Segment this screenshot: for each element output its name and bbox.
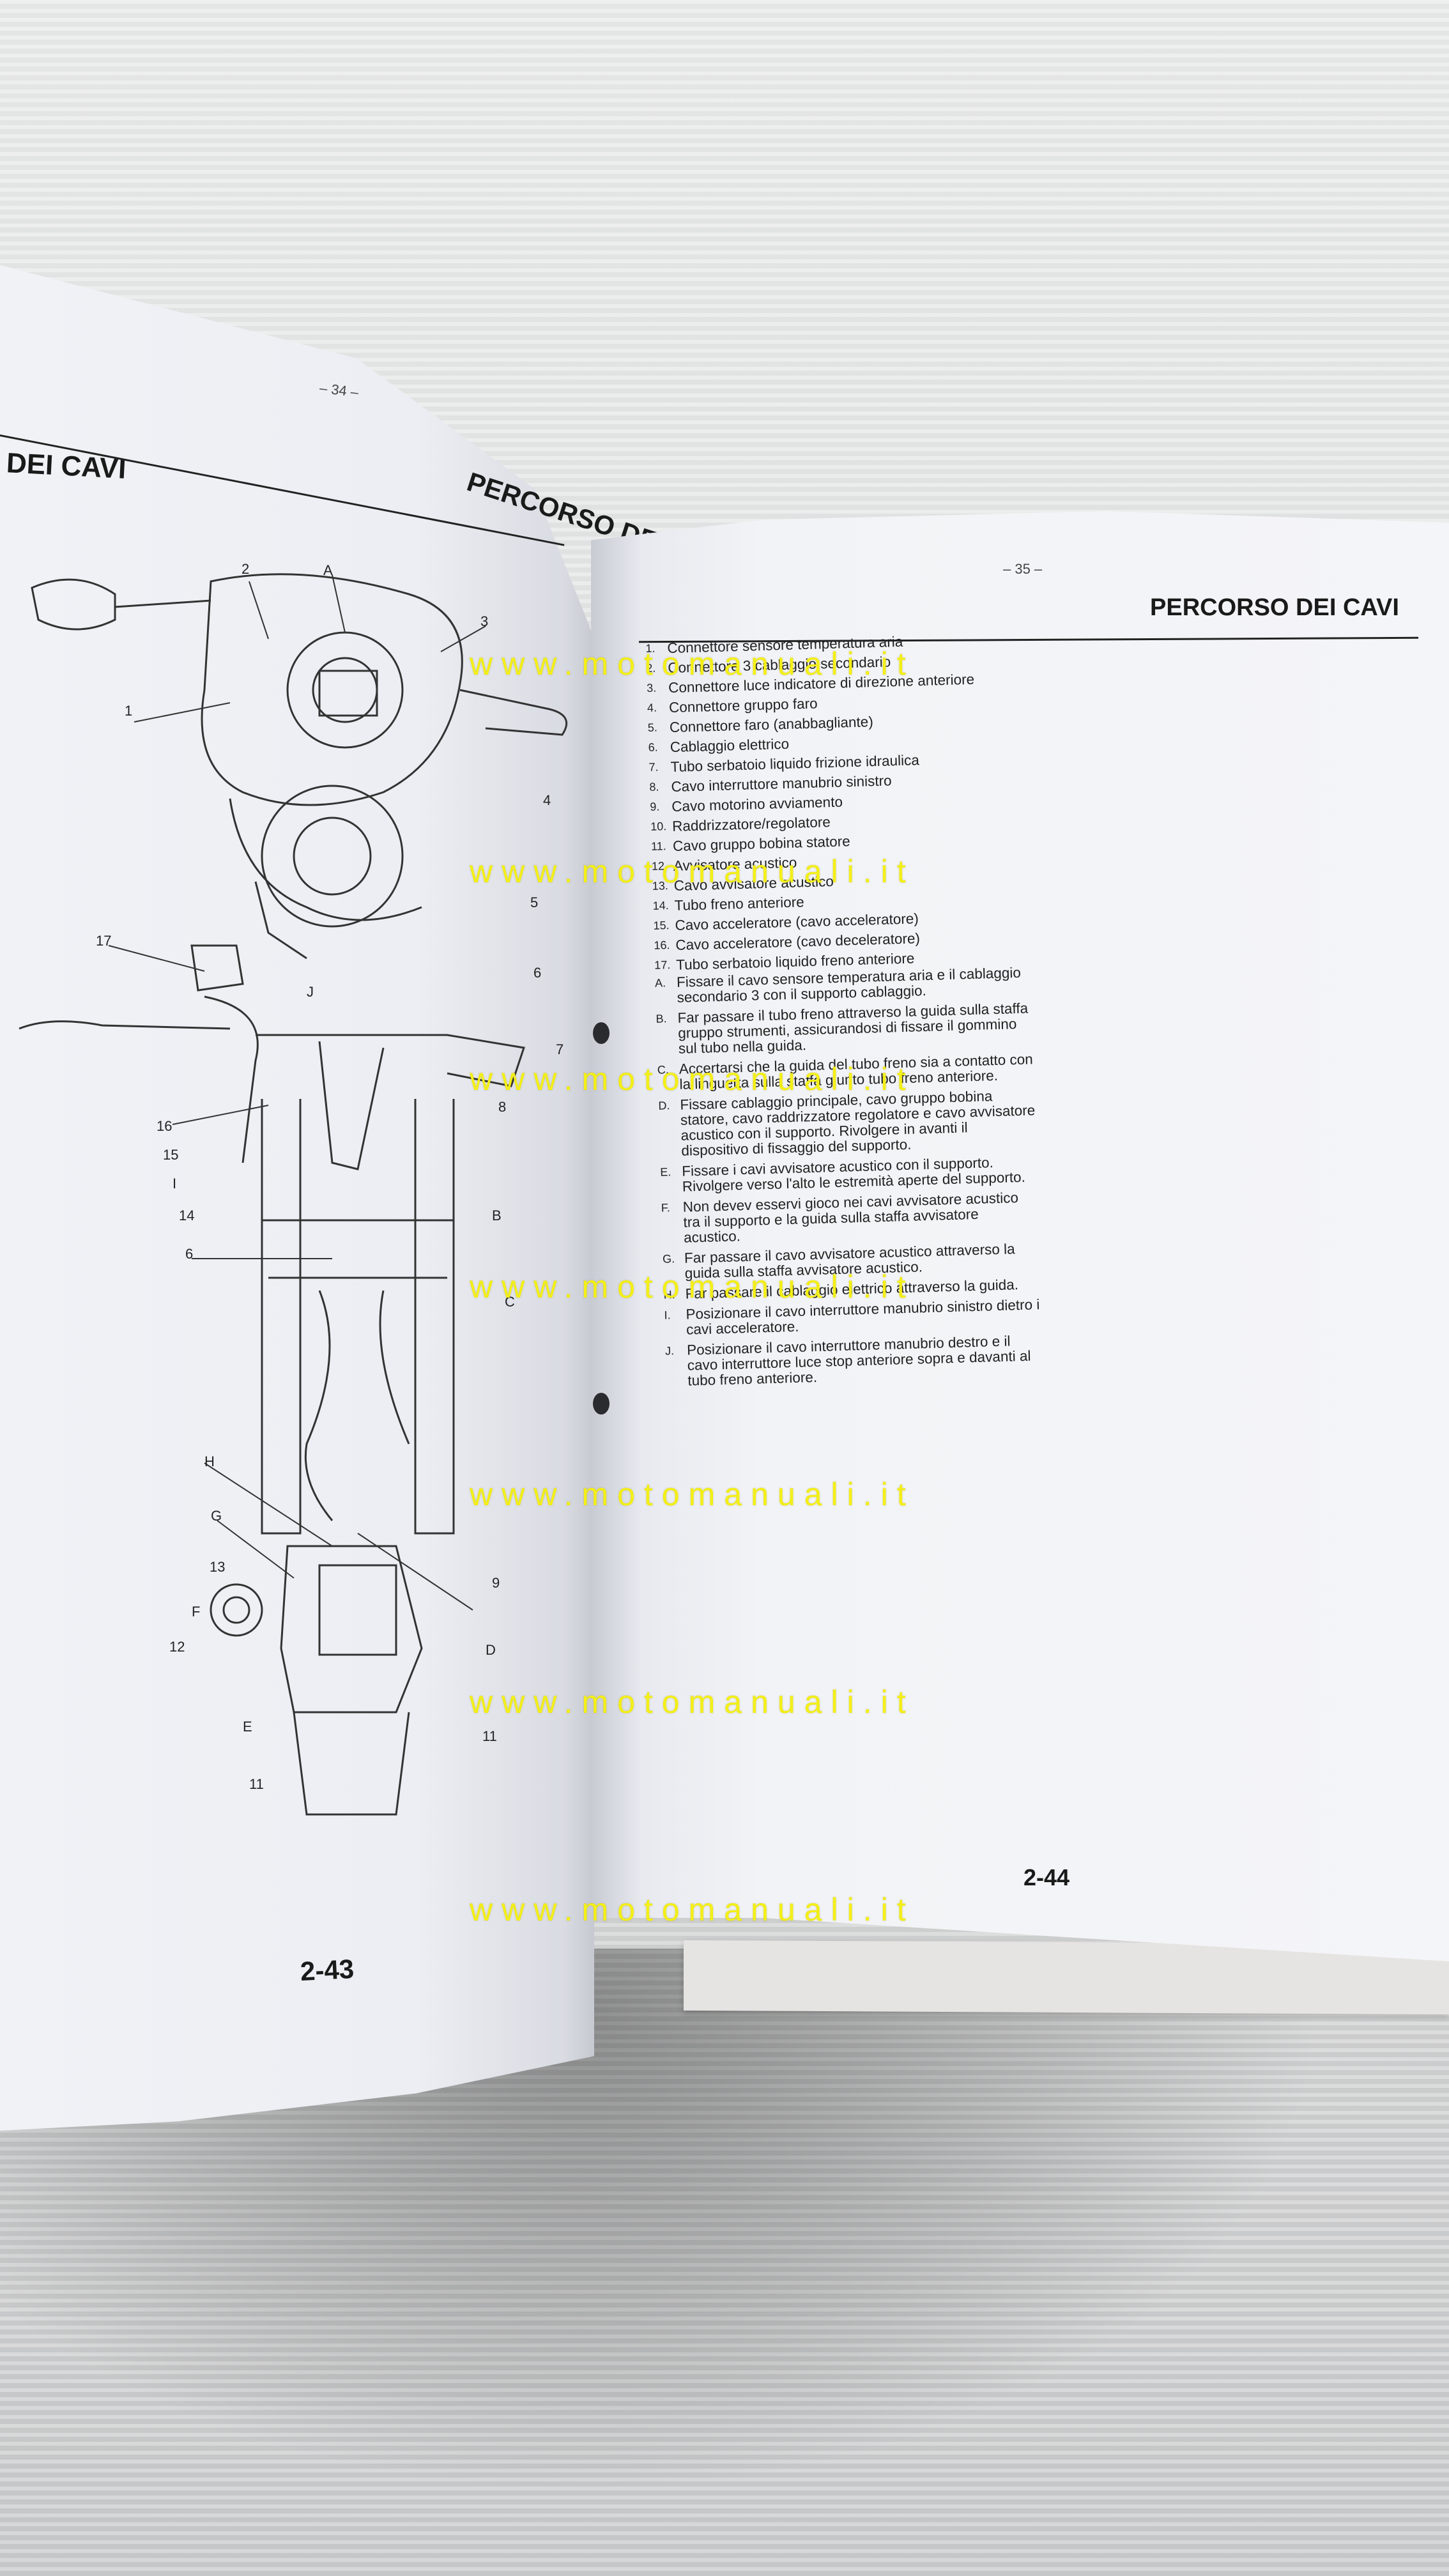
callout-13: 13 <box>210 1559 225 1575</box>
callout-7: 7 <box>556 1041 564 1057</box>
callout-3: 3 <box>480 613 488 629</box>
callout-D: D <box>486 1642 496 1658</box>
watermark: www.motomanuali.it <box>470 1269 915 1305</box>
callout-5: 5 <box>530 894 538 910</box>
note-item: E.Fissare i cavi avvisatore acustico con… <box>660 1154 1026 1195</box>
watermark: www.motomanuali.it <box>470 1476 915 1512</box>
right-header: PERCORSO DEI CAVI <box>1150 594 1399 621</box>
callout-H: H <box>204 1453 215 1469</box>
watermark: www.motomanuali.it <box>470 1892 915 1928</box>
callout-6b: 6 <box>185 1246 193 1262</box>
callout-11a: 11 <box>482 1728 497 1744</box>
right-page <box>591 511 1449 1961</box>
note-item: F.Non devev esservi gioco nei cavi avvis… <box>661 1190 1019 1246</box>
callout-B: B <box>492 1208 502 1223</box>
callout-C: C <box>505 1294 515 1310</box>
callout-9: 9 <box>492 1575 500 1591</box>
watermark: www.motomanuali.it <box>470 646 915 682</box>
callout-11b: 11 <box>249 1776 264 1792</box>
callout-1: 1 <box>125 703 132 719</box>
callout-12: 12 <box>169 1639 185 1655</box>
callout-A: A <box>323 562 333 578</box>
right-page-number: 2-44 <box>1023 1864 1070 1890</box>
callout-F: F <box>192 1604 200 1620</box>
legend-notes: A.Fissare il cavo sensore temperatura ar… <box>655 965 1043 1389</box>
watermark: www.motomanuali.it <box>470 854 915 889</box>
callout-G: G <box>211 1508 222 1524</box>
callout-17: 17 <box>96 933 111 949</box>
callout-15: 15 <box>163 1147 178 1163</box>
watermark: www.motomanuali.it <box>470 1061 915 1097</box>
left-header-left: DEI CAVI <box>5 447 127 485</box>
right-page-marker: – 35 – <box>1003 561 1043 577</box>
watermark: www.motomanuali.it <box>470 1684 915 1720</box>
left-page-number: 2-43 <box>299 1953 355 1987</box>
callout-2: 2 <box>241 561 249 577</box>
note-item: D.Fissare cablaggio principale, cavo gru… <box>658 1088 1036 1159</box>
binder-hole-top <box>593 1022 610 1044</box>
callout-4: 4 <box>543 792 551 808</box>
callout-8: 8 <box>498 1099 506 1115</box>
wiring-diagram: 2 A 3 1 4 5 6 17 J 7 16 15 I 14 6 B C 8 … <box>19 561 568 1816</box>
callout-I: I <box>172 1176 176 1192</box>
callout-E: E <box>243 1719 252 1735</box>
note-item: J.Posizionare il cavo interruttore manub… <box>664 1333 1031 1389</box>
callout-14: 14 <box>179 1208 194 1223</box>
callout-16: 16 <box>157 1118 172 1134</box>
binder-hole-bottom <box>593 1393 610 1414</box>
left-page <box>0 265 594 2131</box>
callout-6: 6 <box>533 965 541 981</box>
callout-J: J <box>307 984 314 1000</box>
note-item: B.Far passare il tubo freno attraverso l… <box>656 1000 1029 1057</box>
